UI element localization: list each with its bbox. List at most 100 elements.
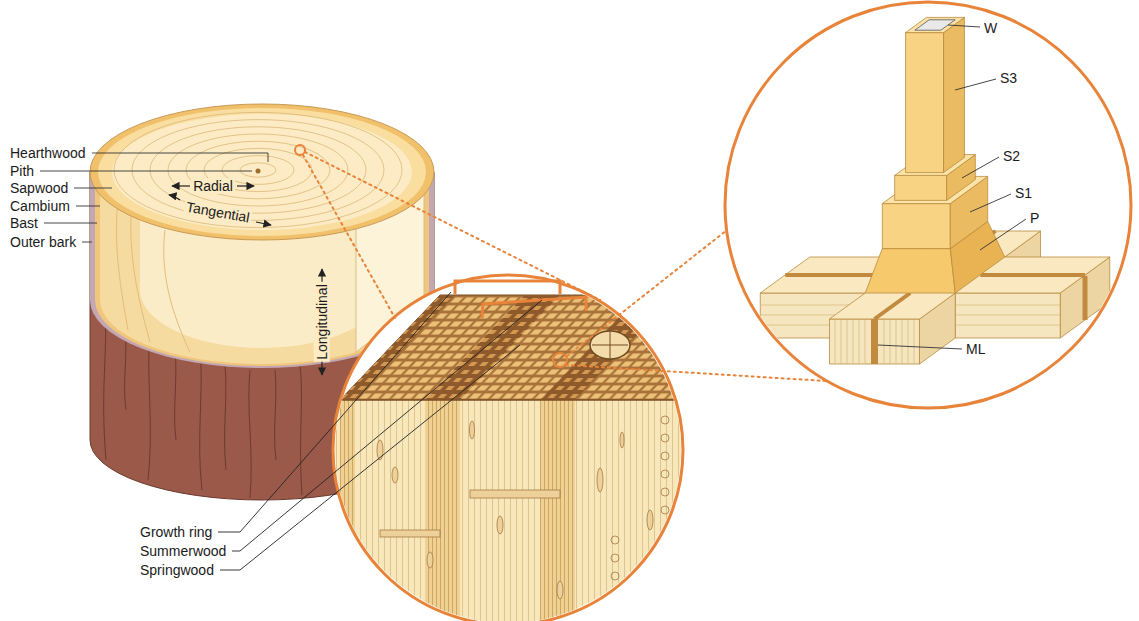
- part-label: S2: [1003, 148, 1020, 164]
- part-label: Outer bark: [10, 234, 76, 250]
- wood-rays: [647, 510, 653, 530]
- cell-wall-model: [882, 204, 950, 249]
- wood-rays: [497, 516, 503, 534]
- part-label: ML: [966, 341, 985, 357]
- leader-lines: [74, 188, 112, 189]
- direction-arrows: [169, 195, 180, 200]
- wood-block: [592, 332, 628, 358]
- leader-lines: [962, 157, 999, 178]
- pits: [661, 488, 669, 496]
- pits: [661, 434, 669, 442]
- cell-wall-model: [955, 293, 1060, 338]
- cell-wall-model: [871, 319, 878, 364]
- grain-lines: [164, 230, 190, 352]
- part-label: Growth ring: [140, 524, 212, 540]
- leader-lines: [40, 153, 268, 242]
- annual-rings: [150, 127, 366, 213]
- direction-arrows: [172, 185, 190, 186]
- wood-block: [340, 295, 455, 400]
- wood-block: [540, 295, 675, 400]
- zoom-circle-border: [725, 2, 1131, 408]
- cell-wall-model: [865, 249, 955, 293]
- part-label: Radial: [191, 178, 235, 194]
- wood-rays: [470, 421, 475, 439]
- zoom-marker: [295, 145, 305, 155]
- zoom-lines: [303, 152, 826, 381]
- annual-rings: [114, 112, 402, 227]
- wood-block: [330, 400, 710, 621]
- part-label: Springwood: [140, 562, 214, 578]
- pits: [661, 506, 669, 514]
- pits: [611, 572, 619, 580]
- cell-wall-model: [906, 33, 944, 173]
- direction-arrows: [237, 185, 254, 186]
- cell-wall-model: [1083, 276, 1088, 320]
- part-label: P: [1030, 210, 1039, 226]
- wood-block: [330, 295, 710, 621]
- part-label: S1: [1015, 185, 1032, 201]
- bark-texture: [175, 350, 176, 440]
- cell-wall-model: [760, 17, 1110, 364]
- grain-lines: [116, 200, 128, 330]
- cell-wall-model: [835, 319, 914, 364]
- wood-rays: [470, 490, 560, 498]
- log-top: [90, 104, 434, 240]
- part-label: W: [984, 20, 997, 36]
- part-label: Pith: [10, 163, 34, 179]
- pits: [661, 416, 669, 424]
- bark-texture: [249, 370, 251, 498]
- wood-rays: [392, 467, 398, 483]
- part-label: Bast: [10, 215, 38, 231]
- pith-dot: [256, 169, 261, 174]
- pits: [661, 470, 669, 478]
- pits: [611, 536, 619, 544]
- leader-lines: [82, 242, 92, 243]
- part-label: Hearthwood: [10, 145, 86, 161]
- cell-wall-model: [980, 273, 1085, 277]
- direction-arrows: [169, 186, 322, 375]
- vessel: [590, 331, 630, 359]
- bark-texture: [104, 310, 106, 460]
- part-label: Cambium: [10, 198, 70, 214]
- cell-wall-model: [906, 17, 965, 32]
- leader-lines: [76, 206, 100, 207]
- leader-lines: [878, 25, 1026, 349]
- wood-block: [340, 295, 700, 400]
- wood-block: [540, 400, 575, 621]
- leader-lines: [40, 171, 252, 172]
- part-label: Summerwood: [140, 543, 226, 559]
- bark-texture: [148, 335, 150, 480]
- bark-texture: [225, 365, 226, 470]
- cell-wall-model: [830, 319, 920, 364]
- ring-brackets: [455, 281, 560, 294]
- leader-lines: [218, 292, 451, 532]
- part-label: Sapwood: [10, 180, 68, 196]
- direction-arrows: [321, 360, 322, 375]
- wood-block: [340, 400, 700, 401]
- zoom-lines: [305, 152, 600, 300]
- leader-lines: [980, 219, 1026, 250]
- cell-wall-model: [895, 175, 947, 200]
- part-label: Tangential: [183, 198, 253, 226]
- annual-rings: [240, 163, 276, 177]
- zoom-marker: [553, 353, 567, 367]
- part-label: Longitudinal: [314, 282, 330, 362]
- cell-wall-model: [944, 17, 965, 172]
- leader-lines: [878, 345, 962, 349]
- leader-lines: [955, 79, 996, 90]
- wood-rays: [427, 552, 433, 568]
- wood-block: [425, 400, 460, 621]
- leader-lines: [44, 223, 97, 224]
- wood-rays: [620, 432, 624, 448]
- cell-wall-model: [875, 293, 911, 319]
- leader-lines: [232, 300, 542, 551]
- direction-arrows: [256, 222, 271, 225]
- leader-lines: [220, 345, 520, 570]
- zoom-lines: [566, 365, 826, 381]
- annual-rings: [186, 141, 330, 199]
- wood-rays: [597, 468, 603, 492]
- log: [98, 108, 426, 236]
- ring-brackets: [482, 297, 586, 318]
- bark-texture: [300, 365, 302, 495]
